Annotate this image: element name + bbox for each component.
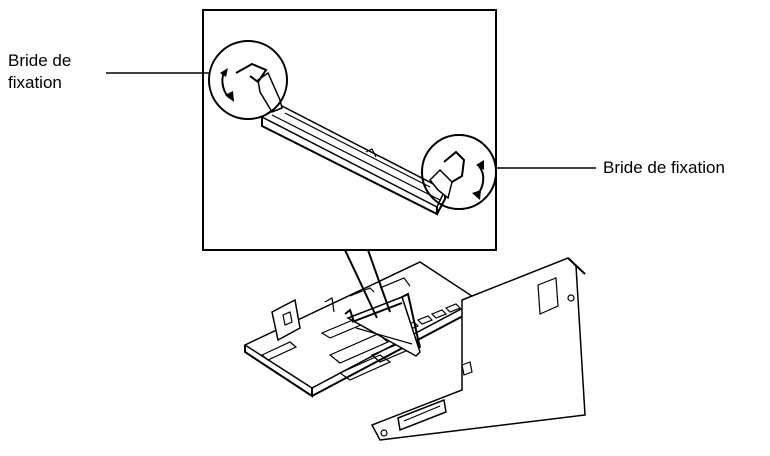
bracket-clip-left	[208, 40, 288, 120]
callout-label-right: Bride de fixation	[603, 158, 725, 177]
callout-label-left: Bride de fixation	[8, 50, 118, 94]
zoom-line-left	[344, 249, 378, 319]
memory-slot-zoomed	[235, 62, 466, 216]
zoom-line-right	[367, 249, 391, 313]
bracket-clip-right	[421, 134, 497, 210]
zoom-box	[202, 9, 497, 251]
callout-left-line2: fixation	[8, 73, 62, 92]
callout-left-line1: Bride de	[8, 51, 72, 70]
controller-board	[243, 257, 586, 441]
